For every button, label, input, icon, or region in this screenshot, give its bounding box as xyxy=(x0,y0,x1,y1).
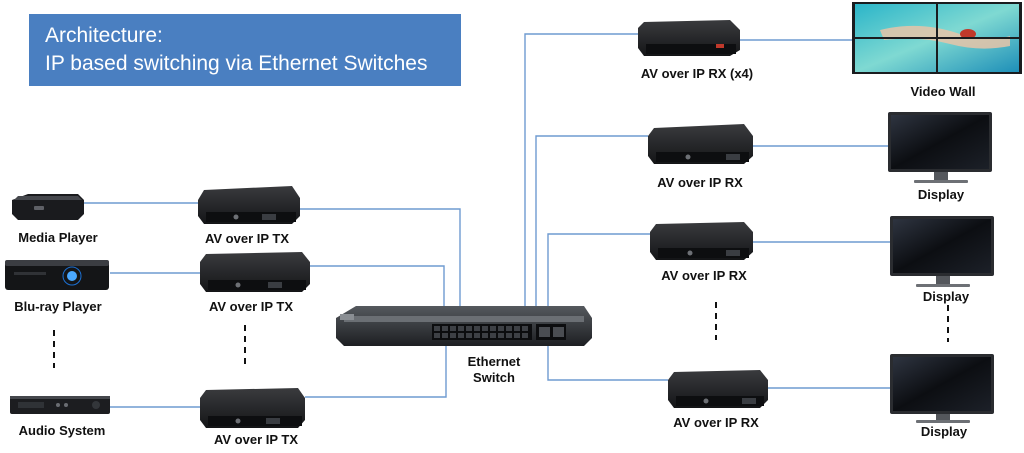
audio-system-label: Audio System xyxy=(18,423,106,438)
tx1-label: AV over IP TX xyxy=(204,231,290,246)
connection-lines xyxy=(83,33,890,408)
video-wall-label: Video Wall xyxy=(910,84,976,99)
rx1-device xyxy=(648,124,753,164)
rx1-label: AV over IP RX xyxy=(657,175,743,190)
rx2-label: AV over IP RX xyxy=(661,268,747,283)
link-tx1-to-switch xyxy=(300,208,461,318)
display2-label: Display xyxy=(922,289,970,304)
switch-label-line-2: Switch xyxy=(473,370,515,385)
switch-label-line-1: Ethernet xyxy=(467,354,521,369)
link-switch-to-rx3 xyxy=(547,334,668,381)
tx1-device xyxy=(198,186,300,224)
audio-system-device xyxy=(10,396,110,414)
bluray-player-label: Blu-ray Player xyxy=(14,299,102,314)
title-line-2: IP based switching via Ethernet Switches xyxy=(45,52,428,75)
tx3-device xyxy=(200,388,305,428)
rx-wall-device xyxy=(638,20,740,56)
link-switch-to-rx1 xyxy=(535,135,648,318)
rx-wall-label: AV over IP RX (x4) xyxy=(640,66,754,81)
display1-device xyxy=(888,112,992,183)
rx3-label: AV over IP RX xyxy=(673,415,759,430)
display1-label: Display xyxy=(917,187,965,202)
tx2-device xyxy=(200,252,310,292)
tx2-label: AV over IP TX xyxy=(208,299,294,314)
media-player-label: Media Player xyxy=(18,230,98,245)
title-line-1: Architecture: xyxy=(45,24,163,47)
display3-device xyxy=(890,354,994,423)
bluray-player-device xyxy=(5,260,109,290)
continuation-dashes xyxy=(53,302,949,368)
tx3-label: AV over IP TX xyxy=(213,432,299,447)
title-banner: Architecture: IP based switching via Eth… xyxy=(29,14,461,86)
rx2-device xyxy=(650,222,753,260)
media-player-device xyxy=(12,194,84,220)
link-tx2-to-switch xyxy=(310,265,445,318)
display2-device xyxy=(890,216,994,287)
link-switch-to-rx2 xyxy=(547,233,650,318)
link-switch-to-rxwall xyxy=(524,33,638,318)
video-wall-device xyxy=(852,2,1022,74)
rx3-device xyxy=(668,370,768,408)
link-tx3-to-switch xyxy=(305,334,447,398)
ethernet-switch-device xyxy=(336,306,592,346)
display3-label: Display xyxy=(920,424,968,439)
